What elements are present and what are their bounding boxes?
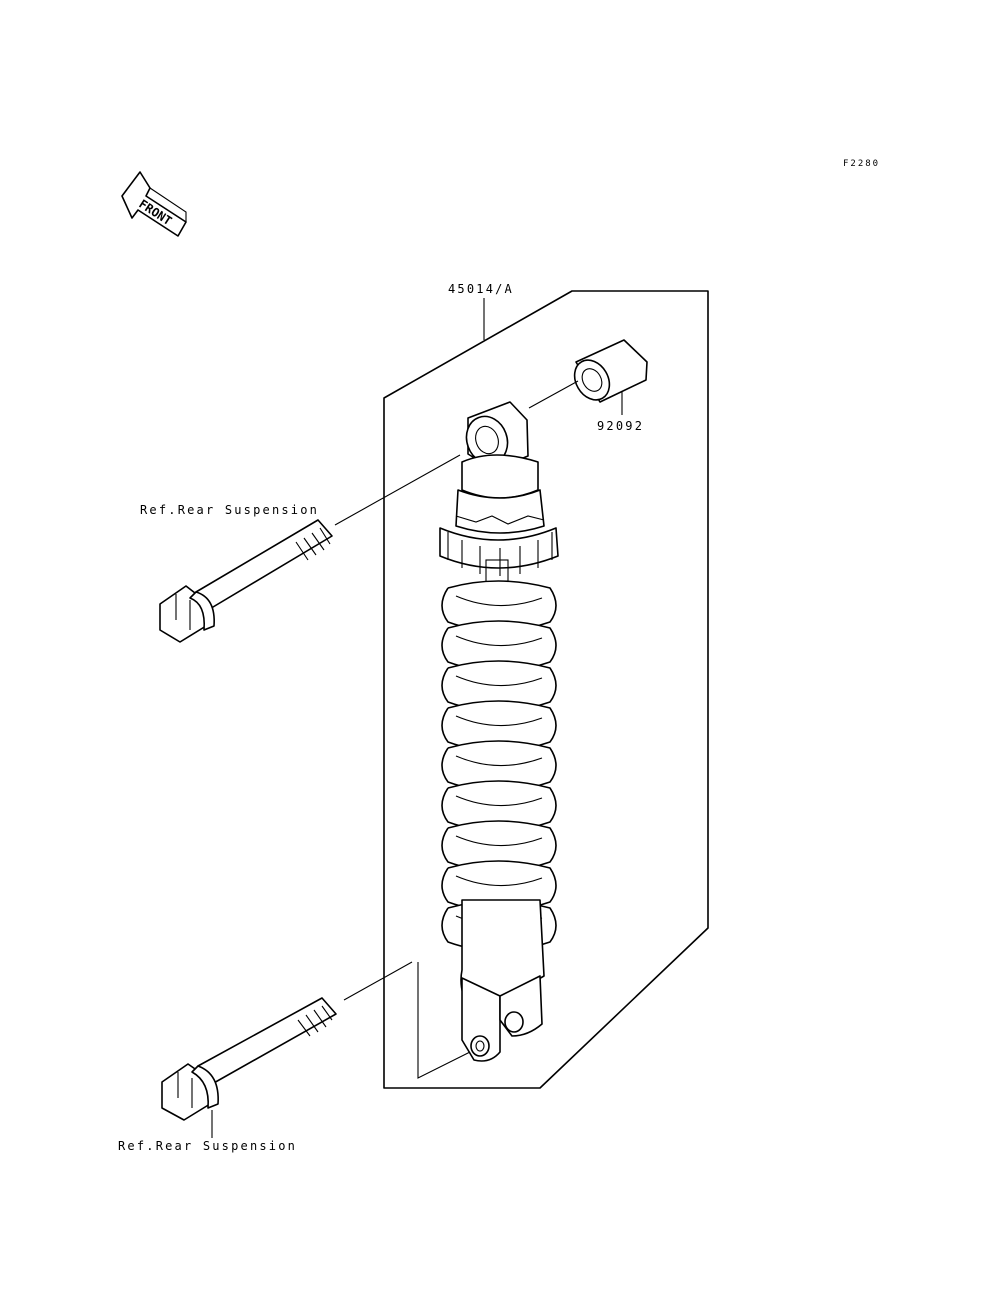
upper-bolt [159, 519, 333, 643]
bracket-inner-line [417, 962, 471, 1079]
spring-coil-inner [455, 755, 543, 767]
part-number-shock: 45014/A [448, 282, 514, 296]
spring-coil-inner [455, 595, 543, 607]
part-number-bearing: 92092 [597, 419, 644, 433]
spring-coil-inner [455, 635, 543, 647]
ref-lower-bolt: Ref.Rear Suspension [118, 1139, 297, 1153]
figure-code: F2280 [843, 159, 880, 169]
assembly-bracket [383, 290, 709, 1089]
spring-coil-inner [455, 795, 543, 807]
front-arrow-icon: FRONT [121, 171, 187, 237]
leader-lower-bolt [343, 961, 413, 1001]
ref-upper-bolt: Ref.Rear Suspension [140, 503, 319, 517]
lower-bolt [161, 997, 337, 1121]
spring-coil-inner [455, 875, 543, 887]
spring-coil-inner [455, 835, 543, 847]
shock-absorber [439, 401, 559, 1062]
spring-coil-inner [455, 715, 543, 727]
spring-coils [441, 580, 557, 952]
leader-upper-bolt [334, 454, 461, 526]
bearing-part [528, 339, 648, 409]
spring-coil-inner [455, 675, 543, 687]
